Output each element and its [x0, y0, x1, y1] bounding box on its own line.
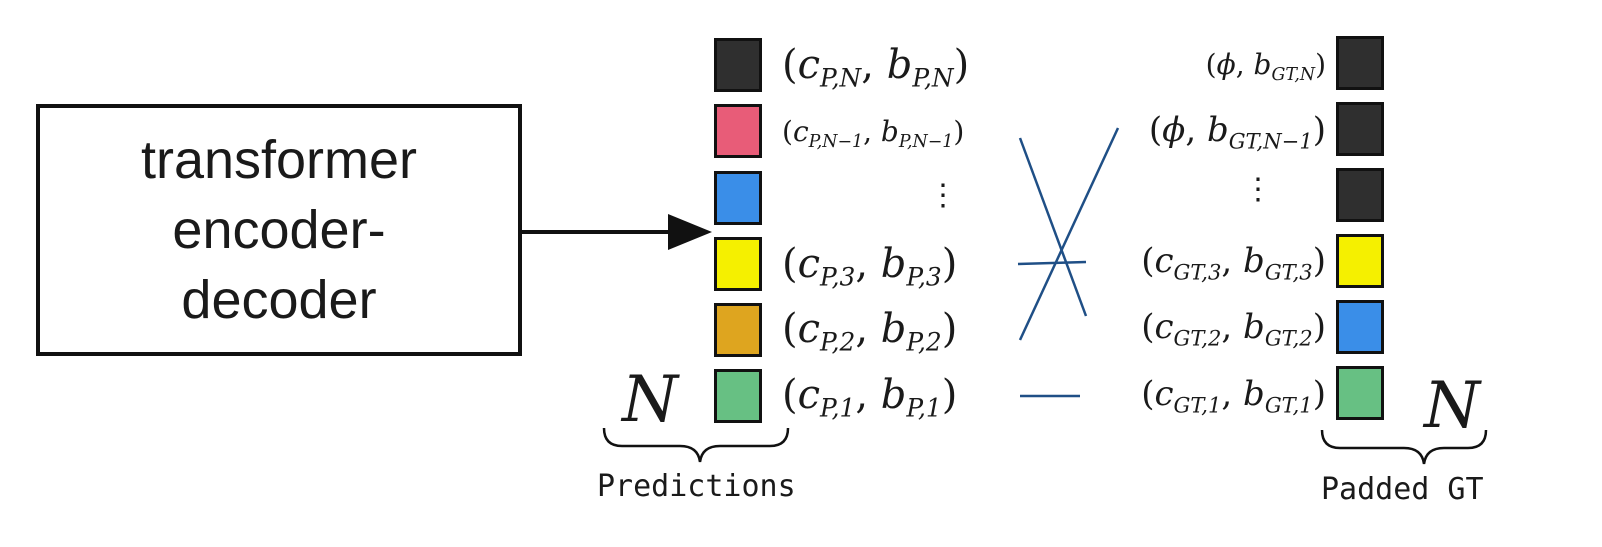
prediction-label-3: (cP,3, bP,3): [782, 241, 958, 292]
prediction-cell-n: [714, 38, 762, 92]
prediction-cell-yellow: [714, 237, 762, 291]
match-line-p2-to-gtn1: [1018, 127, 1120, 341]
predictions-caption: Predictions: [597, 469, 796, 504]
gt-label-2: (cGT,2, bGT,2): [1141, 307, 1326, 351]
gt-cell-yellow: [1336, 234, 1384, 288]
gt-label-3: (cGT,3, bGT,3): [1141, 241, 1326, 285]
gt-cell-padding: [1336, 168, 1384, 222]
gt-caption: Padded GT: [1321, 472, 1484, 507]
prediction-label-2: (cP,2, bP,2): [782, 306, 958, 357]
prediction-cell-3-blue: [714, 171, 762, 225]
prediction-count-label: N: [622, 363, 678, 437]
gt-count-label: N: [1424, 369, 1480, 443]
match-line-p3-to-gt3: [1017, 260, 1087, 266]
gt-cell-n: [1336, 36, 1384, 90]
prediction-label-n-1: (cP,N−1, bP,N−1): [782, 115, 965, 153]
gt-label-n: (ϕ, bGT,N): [1205, 48, 1326, 86]
gt-cell-green: [1336, 366, 1384, 420]
predictions-brace: [602, 427, 790, 463]
gt-label-1: (cGT,1, bGT,1): [1141, 374, 1326, 418]
prediction-cell-n-1: [714, 104, 762, 158]
gt-brace: [1320, 429, 1488, 465]
encoder-line-2: encoder-: [172, 200, 386, 260]
arrow-head-icon: [668, 214, 712, 250]
gt-label-n-1: (ϕ, bGT,N−1): [1148, 110, 1326, 154]
prediction-cell-orange: [714, 303, 762, 357]
match-line-n1-to-gt2: [1018, 137, 1088, 317]
prediction-cell-green: [714, 369, 762, 423]
encoder-line-3: decoder: [181, 270, 377, 330]
encoder-decoder-box: transformer encoder- decoder: [36, 104, 522, 356]
encoder-line-1: transformer: [140, 130, 418, 190]
gt-cell-blue: [1336, 300, 1384, 354]
prediction-label-1: (cP,1, bP,1): [782, 372, 958, 423]
prediction-label-n: (cP,N, bP,N): [782, 42, 970, 93]
gt-cell-n-1: [1336, 102, 1384, 156]
